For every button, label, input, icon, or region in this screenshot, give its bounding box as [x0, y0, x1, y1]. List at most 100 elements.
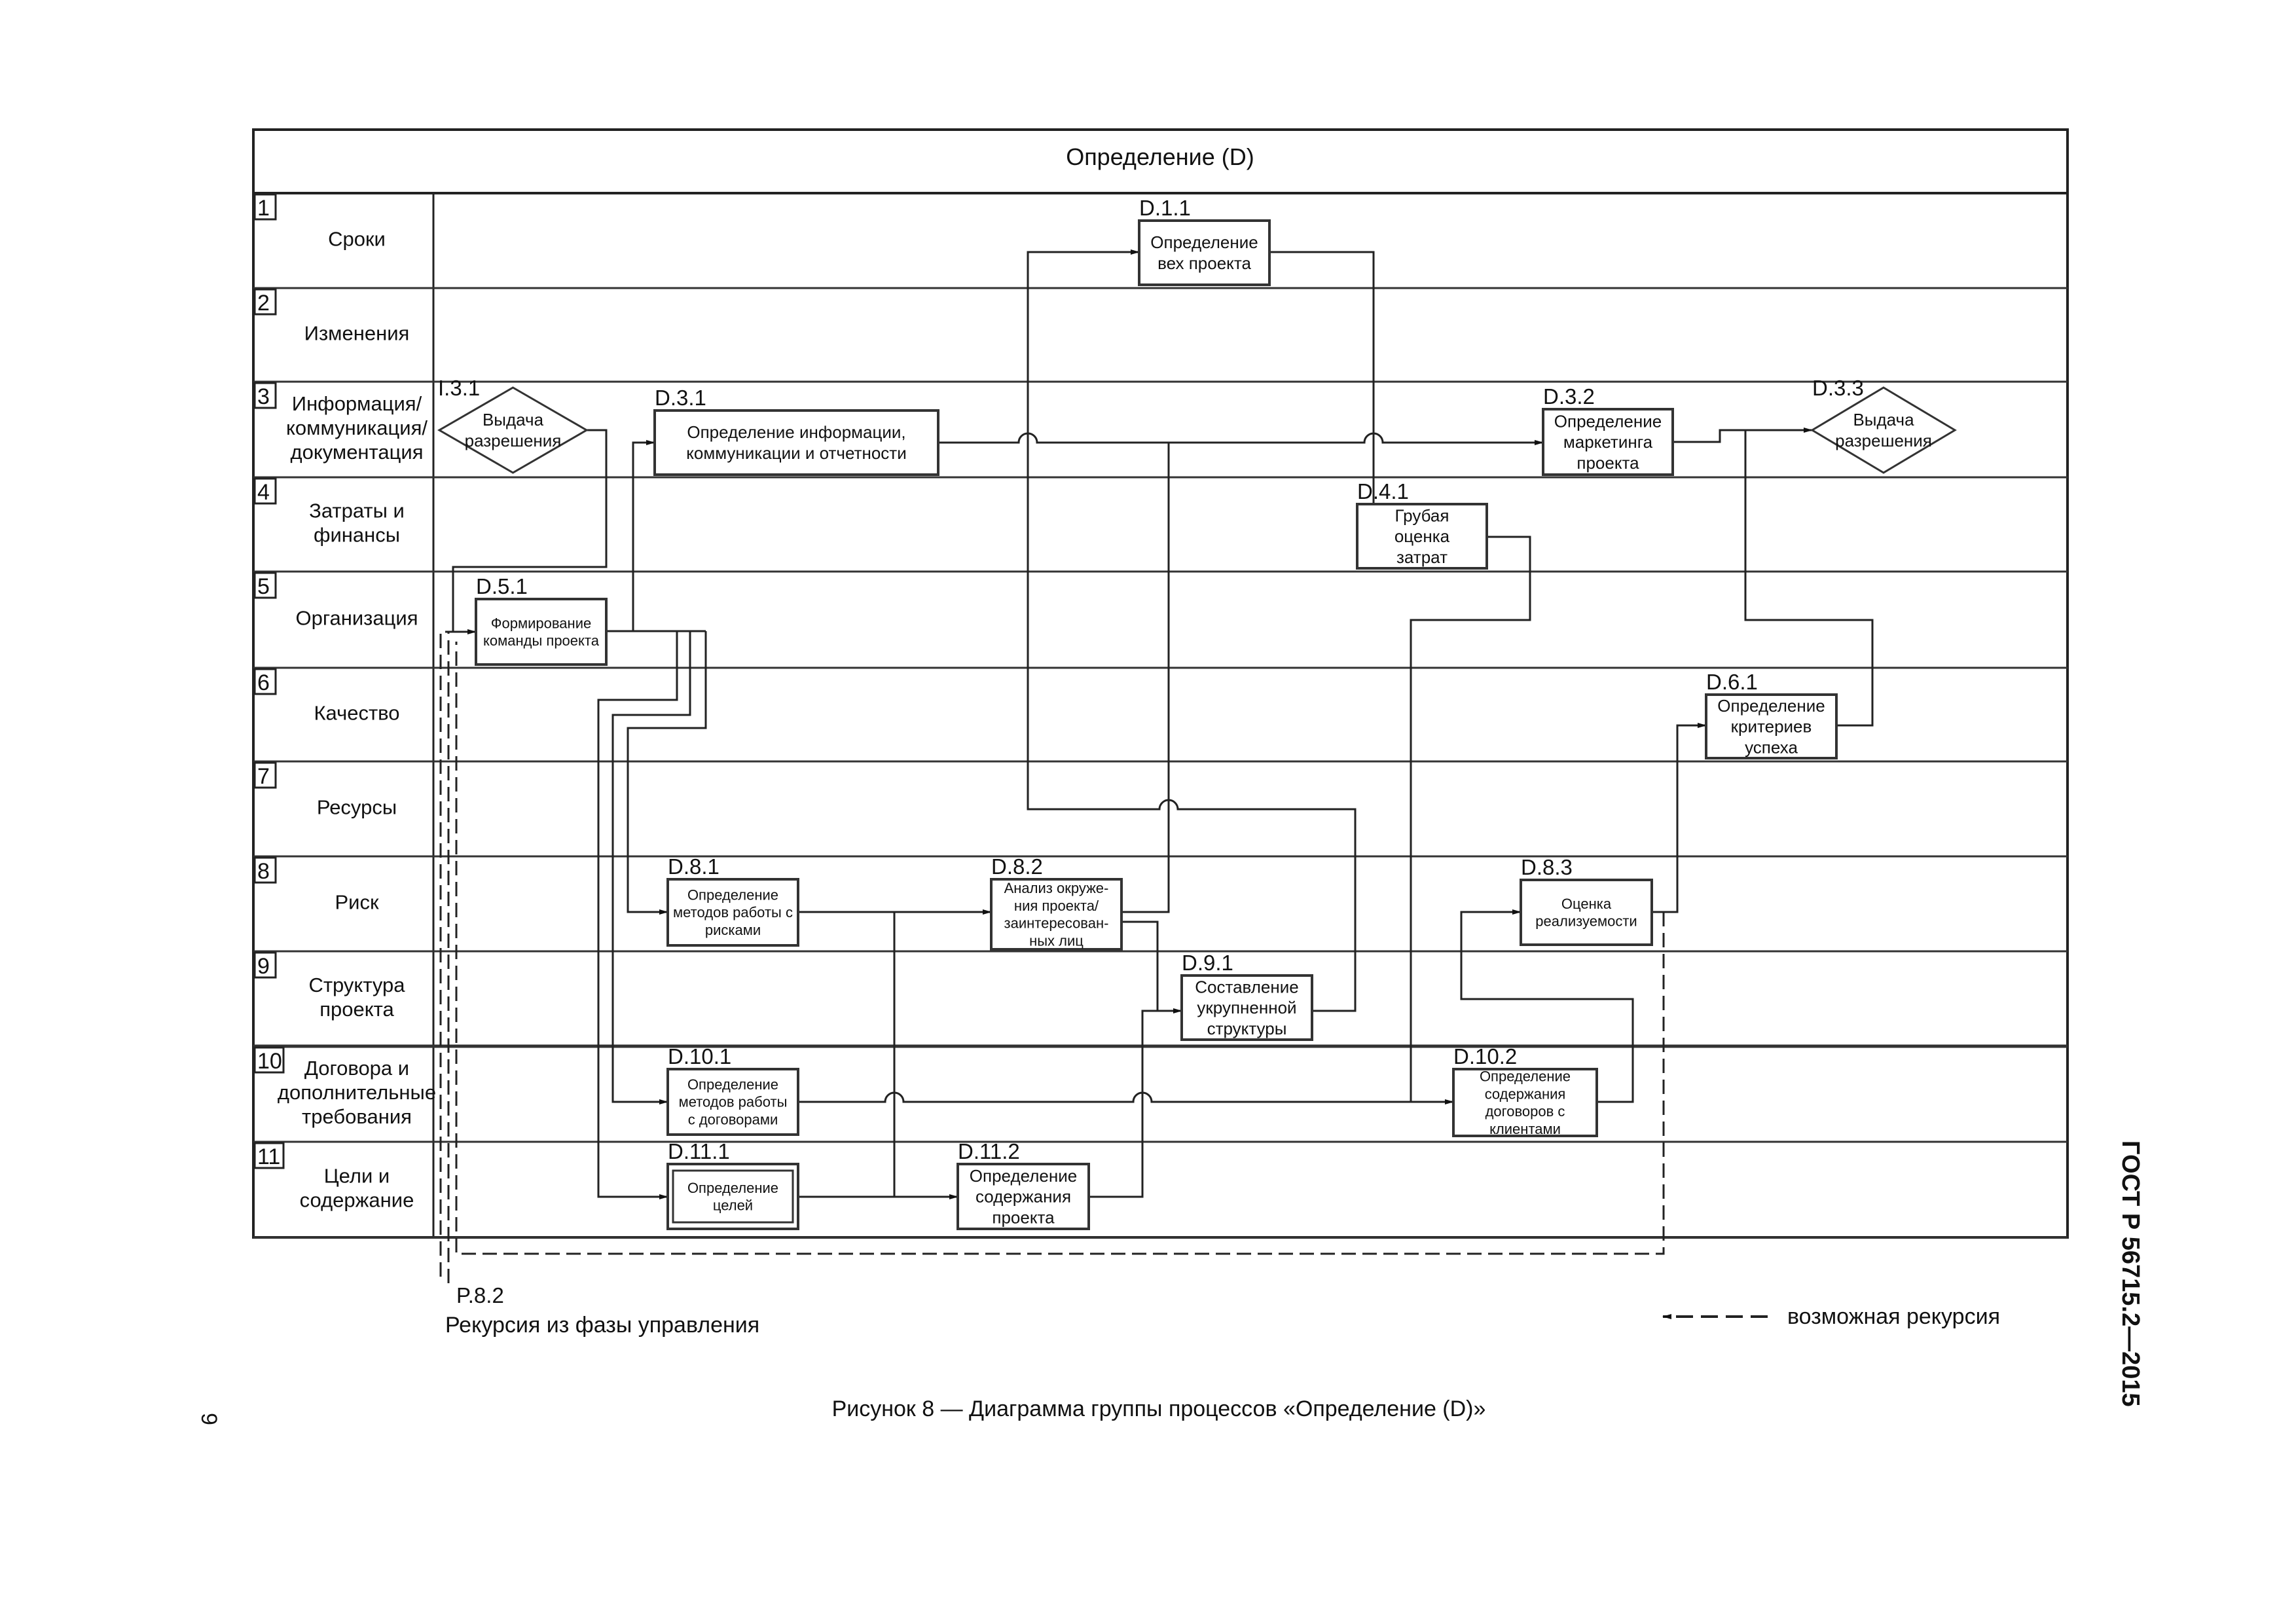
diagram-frame: [252, 128, 2069, 1239]
process-label: проекта: [1576, 453, 1639, 473]
process-label: Определение: [687, 1180, 778, 1196]
lane-number-box: [253, 288, 277, 316]
process-box: [666, 1163, 799, 1230]
process-box: [990, 878, 1123, 951]
lane-label: Риск: [335, 891, 378, 914]
process-label: рисками: [705, 922, 761, 938]
process-code: D.8.2: [991, 854, 1043, 879]
lane-label: Структура: [308, 974, 405, 996]
flow-d102-d83: [1460, 909, 1634, 1103]
process-box: [957, 1163, 1090, 1230]
process-box: [1452, 1068, 1598, 1137]
process-label: заинтересован-: [1004, 915, 1109, 932]
flow-d82-d91: [1121, 921, 1182, 1013]
process-code: D.3.2: [1543, 384, 1595, 409]
legend-label: возможная рекурсия: [1787, 1304, 2000, 1329]
flow-d51-d111: [597, 631, 678, 1199]
process-label: структуры: [1207, 1019, 1287, 1038]
process-label: методов работы: [679, 1094, 788, 1110]
process-label: критериев: [1731, 717, 1812, 737]
process-label: Определение: [687, 886, 778, 903]
lane-label: документация: [290, 441, 423, 464]
process-box: [1705, 693, 1838, 759]
flow-d51-d31: [606, 440, 655, 632]
process-label: Определение: [1150, 232, 1258, 252]
recursion-d83: [455, 642, 1665, 1255]
process-box: [666, 878, 799, 947]
diagram-title: Определение (D): [1066, 143, 1254, 170]
decision-diamond: [437, 386, 589, 474]
lane-number-box: [253, 1142, 285, 1169]
lane-number: 3: [257, 384, 270, 409]
lane-label: финансы: [314, 524, 400, 547]
lane-number-box: [253, 193, 277, 221]
lane-label: проекта: [319, 998, 394, 1021]
process-label: Определение: [1554, 411, 1662, 431]
process-code: D.8.1: [668, 854, 720, 879]
process-code: D.3.1: [655, 386, 706, 410]
process-label: Оценка: [1561, 896, 1612, 912]
flow-d31-d32: [938, 432, 1544, 445]
process-code: D.11.2: [958, 1139, 1020, 1163]
external-ref-code: P.8.2: [456, 1283, 504, 1307]
standard-id: ГОСТ Р 56715.2—2015: [2117, 1140, 2144, 1407]
process-code: D.5.1: [476, 574, 528, 598]
process-label: Определение: [1480, 1068, 1571, 1084]
process-label: проекта: [992, 1207, 1055, 1227]
process-box: [1138, 219, 1271, 286]
process-code: D.11.1: [668, 1139, 730, 1163]
lane-label: Ресурсы: [317, 796, 397, 819]
process-label: Определение: [1717, 696, 1825, 716]
figure-caption: Рисунок 8 — Диаграмма группы процессов «…: [832, 1396, 1486, 1421]
recursion-p82: [439, 630, 466, 1277]
lane-number-box: [253, 477, 277, 505]
lane-number: 11: [257, 1144, 280, 1169]
lane-label: Качество: [314, 702, 399, 725]
process-label: оценка: [1394, 526, 1450, 546]
flow-d61-d33: [1744, 430, 1874, 727]
lane-3: 3 Информация/коммуникация/документация: [253, 382, 2068, 479]
lane-number-box: [253, 856, 277, 884]
lane-number: 5: [257, 574, 270, 599]
lane-label: Организация: [296, 607, 418, 630]
process-box: [1356, 503, 1488, 570]
process-code: D.10.2: [1453, 1044, 1517, 1068]
flow-d41-d102: [1410, 536, 1531, 1102]
process-box-inner: [672, 1169, 794, 1224]
lane-label: Информация/: [292, 392, 422, 415]
lane-label: Затраты и: [309, 500, 405, 522]
lane-number: 4: [257, 480, 270, 505]
process-label: Формирование: [491, 615, 591, 631]
lane-number: 9: [257, 954, 270, 979]
page-number: 9: [196, 1413, 221, 1425]
lane-label: Договора и: [304, 1057, 409, 1080]
process-box: [1180, 974, 1313, 1041]
process-code: D.4.1: [1357, 479, 1409, 503]
process-label: Выдача: [483, 410, 544, 429]
process-label: маркетинга: [1563, 432, 1653, 452]
lane-number: 7: [257, 764, 270, 789]
lane-label: коммуникация/: [286, 416, 428, 439]
process-label: методов работы с: [673, 904, 793, 921]
lane-number: 1: [257, 196, 270, 221]
